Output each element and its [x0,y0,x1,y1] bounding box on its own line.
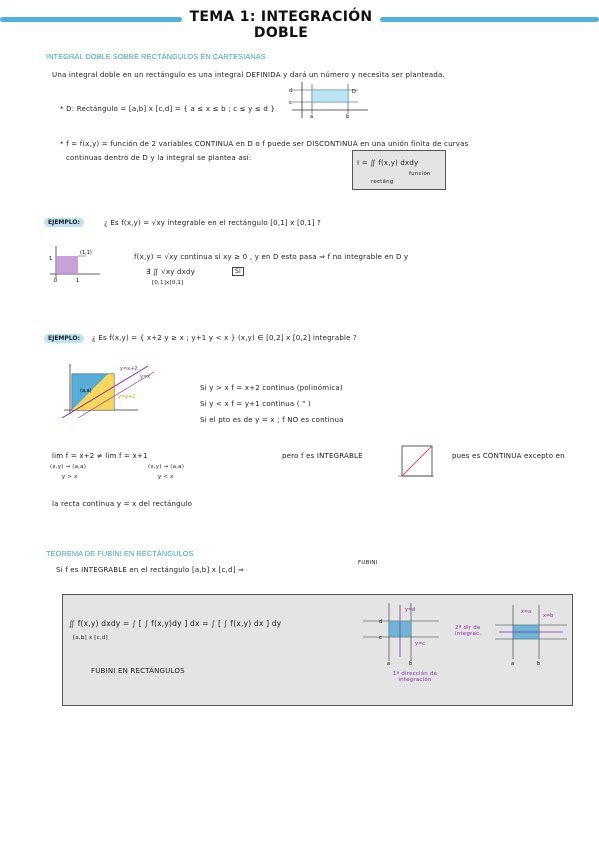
example2-continua: pues es CONTINUA excepto en [452,452,565,460]
example1-line2: ∃ ∬ √xy dxdy [146,268,195,276]
limit-sub-a: (x,y) → (a,a) [50,464,87,470]
fubini-graph-1: y=d y=c d c a b [363,603,439,667]
example2-limit: lim f = x+2 ≠ lim f = x+1 [52,452,148,460]
svg-text:a: a [387,661,390,667]
function-line-1: * f = f(x,y) = función de 2 variables CO… [60,140,469,148]
example1-region [56,256,78,274]
svg-text:D: D [352,89,356,95]
svg-text:0: 0 [54,278,57,284]
example2-square-graph [398,445,434,477]
svg-text:x=b: x=b [543,613,553,619]
rectangle-definition: * D: Rectángulo = [a,b] x [c,d] = { a ≤ … [60,105,276,113]
svg-text:d: d [289,88,292,94]
fubini-graph-2: x=a x=b a b [495,605,567,667]
graph-label-aa: (a,a) [80,388,92,394]
region-lower [72,374,114,410]
svg-text:a: a [310,114,313,120]
rectangle-graph: d c a b D [289,82,368,120]
fubini-first-direction: 1ª dirección de integración [392,671,438,683]
example1-graph: (1,1) 1 0 1 [49,246,100,284]
line-y-eq-x [61,365,149,418]
integral-note: función [409,171,431,177]
example2-integrable: pero f es INTEGRABLE [282,452,363,460]
fubini-label: FUBINI EN RECTÁNGULOS [91,667,185,675]
svg-text:d: d [379,619,382,625]
svg-text:b: b [346,114,349,120]
svg-text:x=a: x=a [521,609,531,615]
example2-case1: Si y > x f = x+2 continua (polinómica) [200,384,343,392]
svg-text:c: c [289,100,292,106]
rectangle-region [311,89,349,103]
integral-subscript: rectáng [371,179,394,185]
graph-point-label: (1,1) [80,250,92,256]
fubini-intro: Si f es INTEGRABLE en el rectángulo [a,b… [56,566,245,574]
integral-box: I = ∬ f(x,y) dxdy rectáng función [352,150,446,190]
limit-sub-b: y > x [62,474,78,480]
svg-text:y=c: y=c [415,641,425,647]
fubini-arrow-label: FUBINI [358,560,378,566]
fubini-formula: ∬ f(x,y) dxdy = ∫ [ ∫ f(x,y)dy ] dx = ∫ … [69,619,282,628]
example2-question: ¿ Es f(x,y) = { x+2 y ≥ x ; y+1 y < x } … [92,334,357,342]
limit-sub-c: (x,y) → (a,a) [148,464,185,470]
fubini-second-direction: 2ª dir de integrac. [455,625,482,637]
example1-answer-box: SI [232,267,244,276]
limit-sub-d: y < x [158,474,174,480]
svg-text:a: a [511,661,514,667]
svg-text:c: c [379,635,382,641]
svg-text:1: 1 [76,278,79,284]
fubini-domain: [a,b] x [c,d] [73,635,108,641]
example2-final: la recta continua y = x del rectángulo [52,500,193,508]
svg-text:b: b [409,661,412,667]
title-decor-left [0,17,182,22]
example2-case3: Si el pto es de y = x ; f NO es continua [200,416,344,424]
example-badge-2: EJEMPLO: [44,334,84,343]
title-decor-right [380,17,599,22]
title-bar: TEMA 1: INTEGRACIÓN DOBLE [0,9,599,41]
example2-graph: (a,a) y=x+2 y=x y=y+1 [61,364,155,418]
svg-text:y=d: y=d [405,607,415,613]
svg-text:y=x+2: y=x+2 [120,366,137,372]
definition-line: Una integral doble en un rectángulo es u… [52,71,445,79]
example1-line1: f(x,y) = √xy continua si xy ≥ 0 , y en D… [134,253,409,261]
svg-text:b: b [537,661,540,667]
svg-text:y=y+1: y=y+1 [118,394,135,400]
example1-question: ¿ Es f(x,y) = √xy integrable en el rectá… [104,219,321,227]
function-line-2: continuas dentro de D y la integral se p… [66,154,252,162]
integral-formula: I = ∬ f(x,y) dxdy [357,159,419,167]
section-heading-integral-doble: INTEGRAL DOBLE SOBRE RECTÁNGULOS EN CART… [46,52,266,61]
example2-case2: Si y < x f = y+1 continua ( " ) [200,400,311,408]
fubini-box: ∬ f(x,y) dxdy = ∫ [ ∫ f(x,y)dy ] dx = ∫ … [62,594,573,706]
svg-text:1: 1 [49,256,52,262]
page-title: TEMA 1: INTEGRACIÓN DOBLE [189,9,373,41]
example-badge-1: EJEMPLO: [44,218,84,227]
section-heading-fubini: TEOREMA DE FUBINI EN RECTÁNGULOS [46,549,194,558]
example1-domain: [0,1]x[0,1] [152,280,184,286]
svg-text:y=x: y=x [140,374,150,380]
